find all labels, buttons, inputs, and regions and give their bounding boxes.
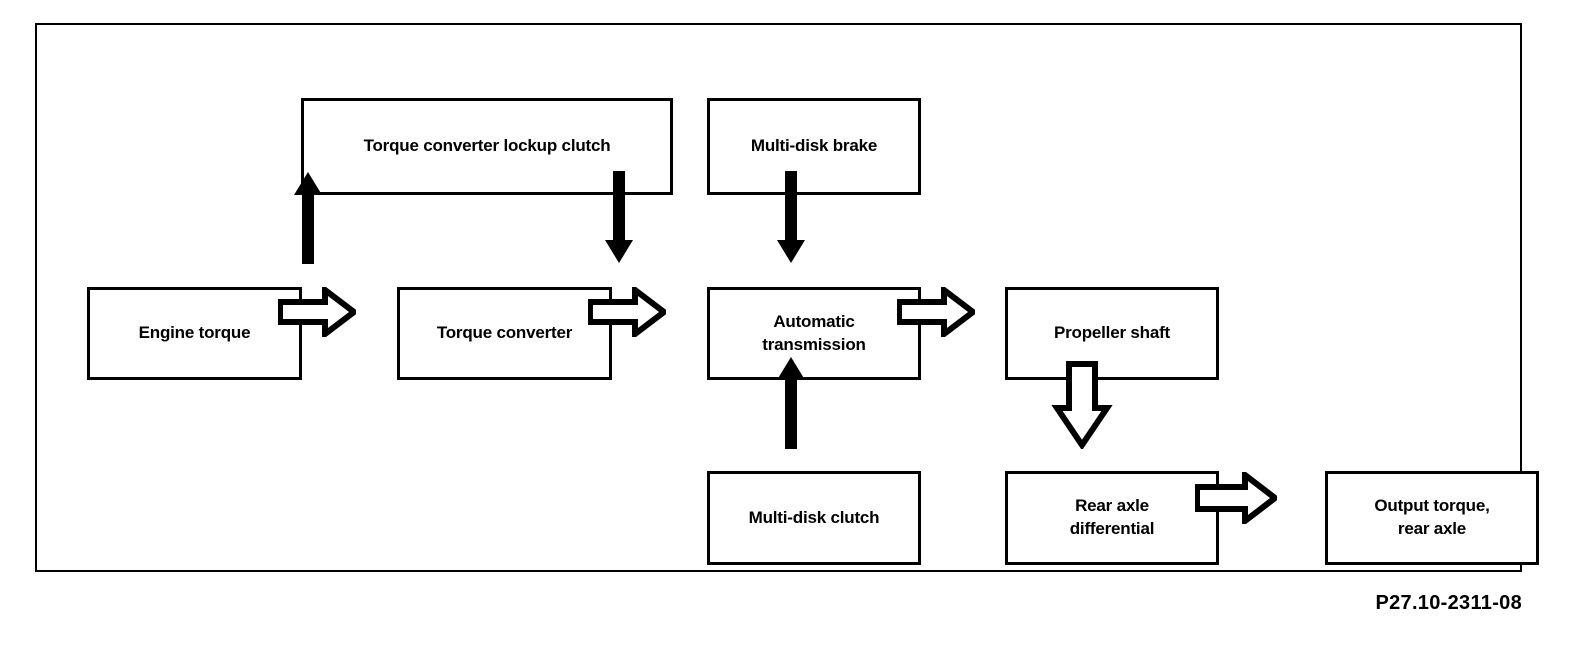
node-label: Propeller shaft: [1053, 323, 1171, 343]
arrow-up-converter-to-lockup-icon: [288, 170, 328, 265]
node-label: Multi-disk clutch: [748, 507, 880, 527]
node-multi-disk-brake: Multi-disk brake: [707, 98, 921, 195]
node-output-torque-rear-axle: Output torque,rear axle: [1325, 471, 1539, 565]
node-multi-disk-clutch: Multi-disk clutch: [707, 471, 921, 565]
arrow-right-differential-to-output-icon: [1195, 472, 1277, 524]
arrow-right-transmission-to-propeller-icon: [897, 287, 975, 337]
arrow-down-lockup-to-converter-icon: [599, 170, 639, 265]
diagram-frame: Torque converter lockup clutch Multi-dis…: [35, 23, 1539, 572]
arrow-down-propeller-to-differential-icon: [1051, 361, 1113, 449]
node-label: Engine torque: [138, 323, 251, 343]
arrow-up-clutch-to-transmission-icon: [771, 355, 811, 450]
node-label: Torque converter lockup clutch: [363, 136, 611, 156]
node-label: Torque converter: [436, 323, 573, 343]
node-label: Output torque,rear axle: [1374, 496, 1490, 538]
figure-caption: P27.10-2311-08: [1375, 592, 1522, 614]
node-torque-converter: Torque converter: [397, 287, 612, 380]
node-torque-converter-lockup-clutch: Torque converter lockup clutch: [301, 98, 673, 195]
node-propeller-shaft: Propeller shaft: [1005, 287, 1219, 380]
node-engine-torque: Engine torque: [87, 287, 302, 380]
arrow-down-brake-to-transmission-icon: [771, 170, 811, 265]
arrow-right-engine-to-converter-icon: [278, 287, 356, 337]
node-label: Multi-disk brake: [750, 136, 878, 156]
arrow-right-converter-to-transmission-icon: [588, 287, 666, 337]
